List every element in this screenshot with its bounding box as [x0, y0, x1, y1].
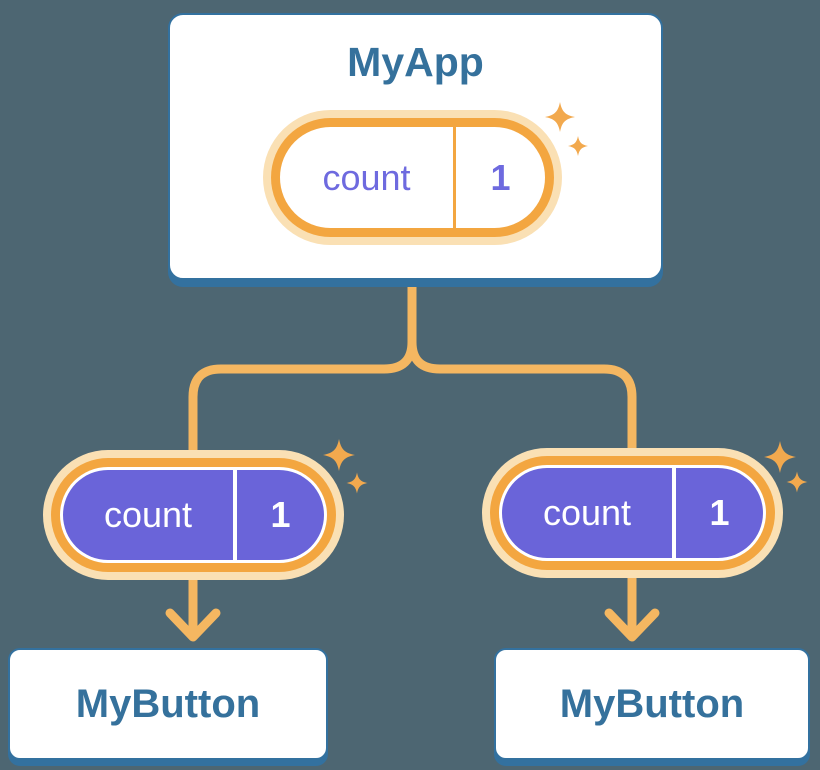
sparkle-large-icon: [323, 439, 355, 471]
prop-value-label: 1: [270, 494, 291, 535]
prop-name-label: count: [542, 492, 632, 533]
prop-pill-body: count 1: [499, 465, 766, 561]
arrow-left-head-icon: [165, 608, 221, 642]
sparkle-small-icon: [346, 472, 368, 494]
prop-pill-ring: count 1: [51, 458, 336, 572]
arrow-right-head-icon: [604, 608, 660, 642]
prop-name-label: count: [103, 494, 193, 535]
prop-pill-body: count 1: [60, 467, 327, 563]
sparkle-small-icon: [786, 471, 808, 493]
prop-pill-capsule: count 1: [63, 470, 324, 560]
prop-pill-ring: count 1: [490, 456, 775, 570]
state-pill-body: count 1: [280, 127, 545, 228]
connector-root-to-left-child: [188, 282, 417, 455]
component-title: MyButton: [75, 681, 261, 726]
state-pill-root: count 1: [263, 110, 562, 245]
connector-root-to-right-child: [407, 282, 637, 455]
prop-value-label: 1: [709, 492, 730, 533]
state-value-label: 1: [490, 156, 511, 198]
state-pill-divider: [453, 127, 456, 228]
prop-pill-divider: [672, 468, 676, 558]
component-title: MyButton: [559, 681, 745, 726]
prop-pill-divider: [233, 470, 237, 560]
prop-pill-left: count 1: [43, 450, 344, 580]
state-name-label: count: [322, 156, 411, 198]
component-card-mybutton-left: MyButton: [8, 648, 328, 760]
sparkle-large-icon: [764, 441, 796, 473]
state-pill-ring: count 1: [271, 118, 554, 237]
prop-pill-right: count 1: [482, 448, 783, 578]
component-title: MyApp: [347, 39, 484, 85]
prop-pill-capsule: count 1: [502, 468, 763, 558]
component-card-mybutton-right: MyButton: [494, 648, 810, 760]
